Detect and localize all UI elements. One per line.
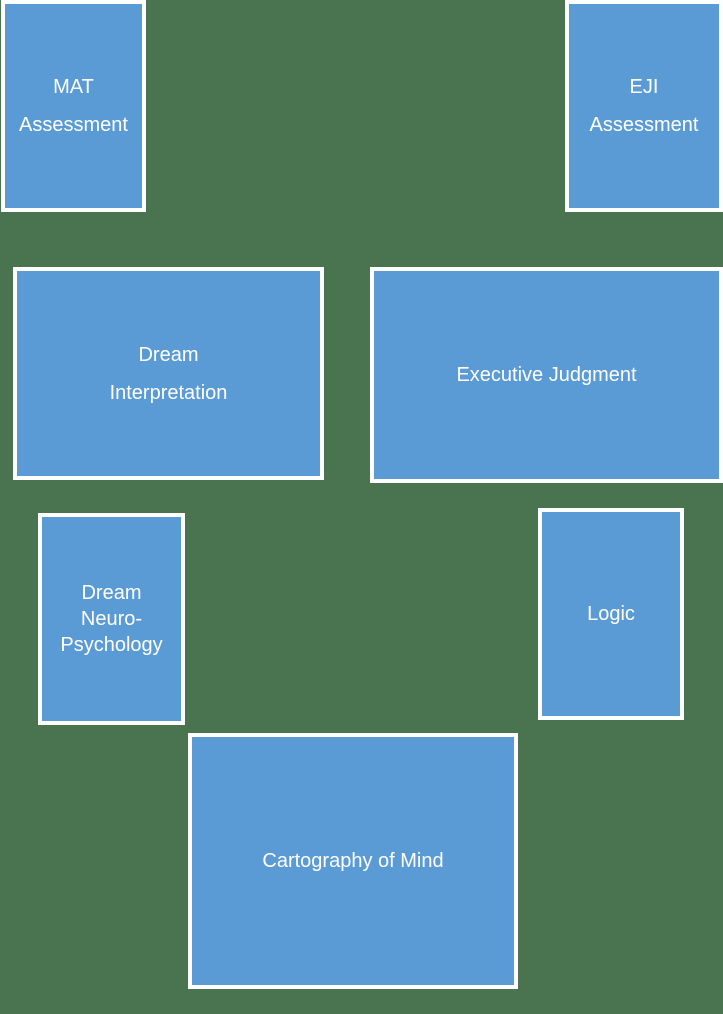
diagram-box-dream-neuro-psychology: Dream Neuro- Psychology — [38, 513, 185, 725]
diagram-box-dream-interpretation: Dream Interpretation — [13, 267, 324, 480]
box-label-cartography-of-mind: Cartography of Mind — [262, 850, 444, 872]
diagram-box-eji-assessment: EJI Assessment — [565, 0, 723, 212]
box-label-executive-judgment: Executive Judgment — [456, 364, 637, 386]
box-label-dream-interpretation: Dream Interpretation — [109, 343, 228, 404]
box-label-eji-assessment: EJI Assessment — [589, 76, 699, 136]
diagram-box-logic: Logic — [538, 508, 684, 720]
diagram-box-cartography-of-mind: Cartography of Mind — [188, 733, 518, 989]
box-label-dream-neuro-psychology: Dream Neuro- Psychology — [60, 582, 163, 656]
box-label-mat-assessment: MAT Assessment — [19, 76, 128, 136]
box-label-logic: Logic — [587, 603, 635, 625]
diagram-box-mat-assessment: MAT Assessment — [1, 0, 146, 212]
diagram-box-executive-judgment: Executive Judgment — [370, 267, 723, 483]
